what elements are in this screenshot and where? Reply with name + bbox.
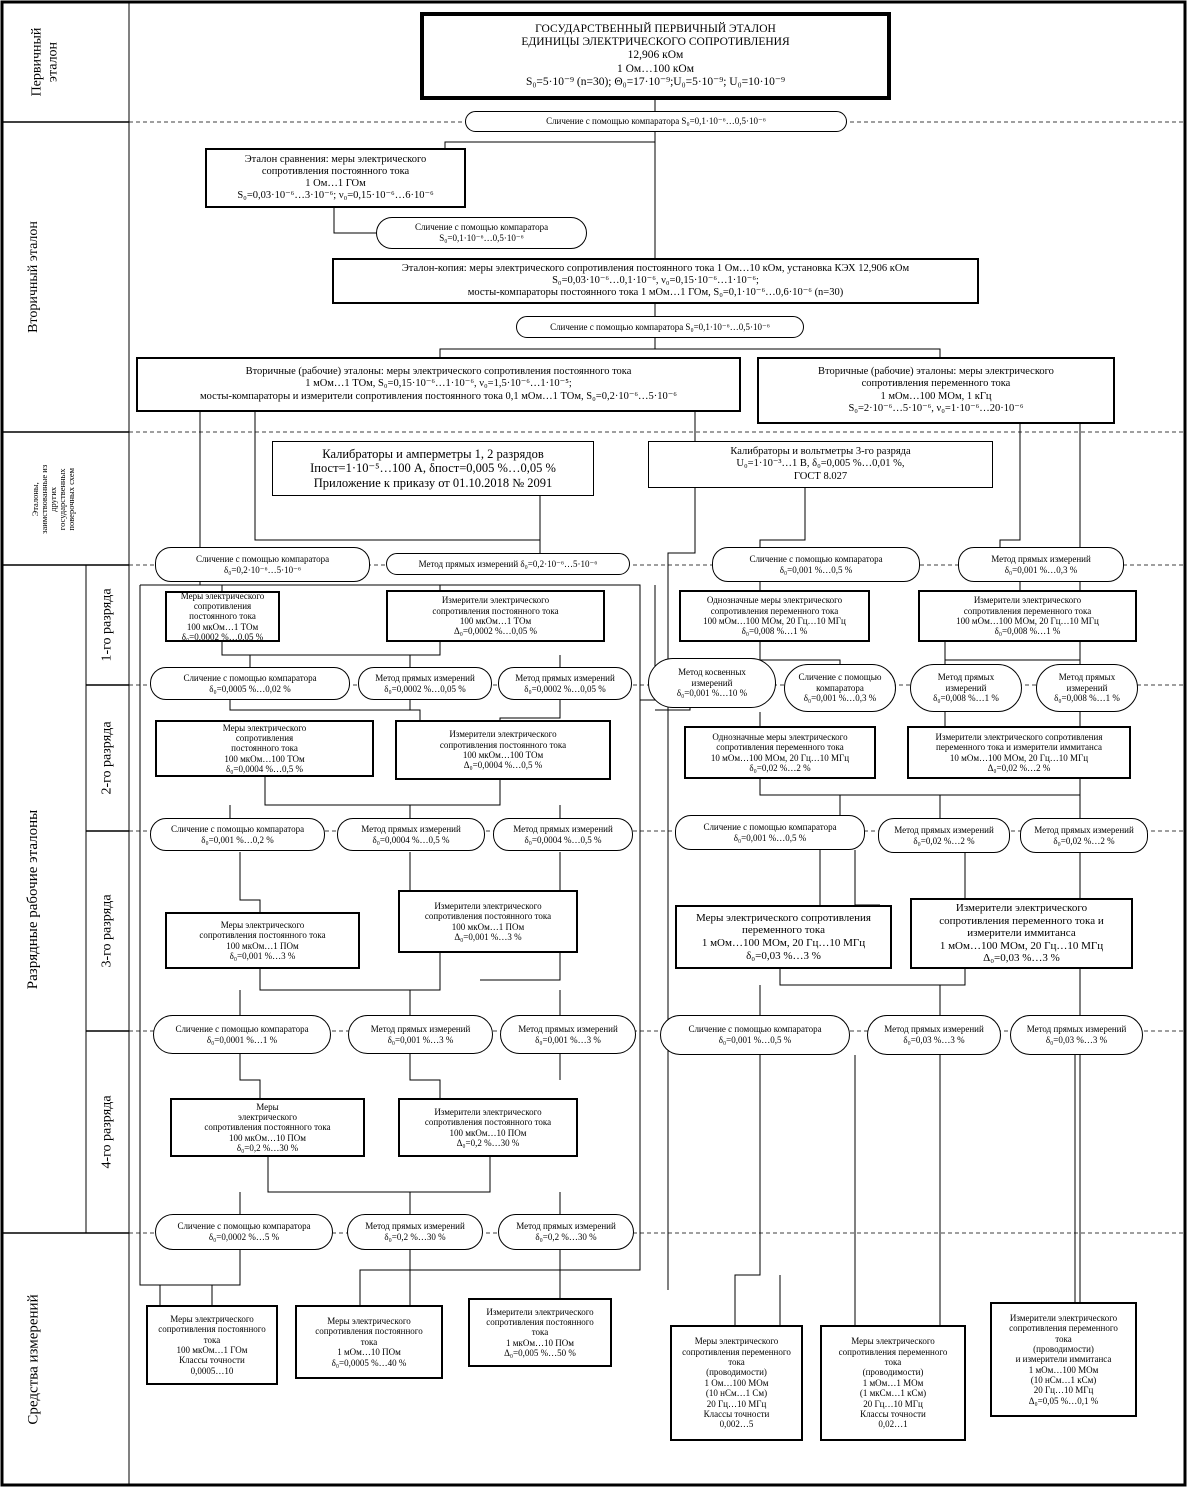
calibrators-1-box: Калибраторы и амперметры 1, 2 разрядов I…: [272, 441, 594, 496]
g1-method-indirect: Метод косвенных измерений δ₀=0,001 %…10 …: [648, 658, 776, 708]
g1-method-3: Метод прямых измерений δ₀=0,0002 %…0,05 …: [498, 667, 632, 700]
g3-ac-measures: Меры электрического сопротивления переме…: [675, 905, 892, 969]
g1-dc-meters: Измерители электрического сопротивления …: [386, 590, 605, 642]
g2-ac-measures: Однозначные меры электрического сопротив…: [684, 726, 876, 779]
method-top-r2: Метод прямых измерений δ₀=0,001 %…0,3 %: [958, 547, 1124, 582]
g3-dc-measures: Меры электрического сопротивления постоя…: [165, 912, 360, 969]
work-ac-box: Вторичные (рабочие) эталоны: меры электр…: [757, 357, 1115, 424]
section-grade2: 2-го разряда: [100, 721, 116, 795]
g3-method-4: Сличение с помощью компаратора δ₀=0,001 …: [660, 1015, 850, 1055]
g4-method-3: Метод прямых измерений δ₀=0,2 %…30 %: [498, 1214, 634, 1250]
g4-dc-measures: Меры электрического сопротивления постоя…: [170, 1098, 365, 1157]
instrument-dc-meters: Измерители электрического сопротивления …: [468, 1298, 612, 1367]
calibrators-2-box: Калибраторы и вольтметры 3-го разряда U₀…: [648, 441, 993, 488]
section-borrowed: Эталоны, заимствованные из других госуда…: [30, 464, 77, 534]
g1-method-1: Сличение с помощью компаратора δ₀=0,0005…: [150, 667, 350, 700]
section-working: Разрядные рабочие эталоны: [25, 809, 42, 989]
cmp-small-oval: Сличение с помощью компаратора S₀=0,1·10…: [376, 217, 587, 249]
g4-method-2: Метод прямых измерений δ₀=0,2 %…30 %: [347, 1214, 483, 1250]
g1-dc-measures: Меры электрического сопротивления постоя…: [165, 591, 280, 642]
g3-method-6: Метод прямых измерений δ₀=0,03 %…3 %: [1010, 1015, 1143, 1055]
section-instruments: Средства измерений: [25, 1293, 42, 1425]
g1-ac-meters: Измерители электрического сопротивления …: [918, 590, 1137, 642]
work-dc-box: Вторичные (рабочие) эталоны: меры электр…: [136, 357, 741, 412]
g1-method-6: Метод прямых измерений δ₀=0,008 %…1 %: [1036, 664, 1138, 712]
g2-ac-meters: Измерители электрического сопротивления …: [907, 726, 1131, 779]
instrument-ac-meters: Измерители электрического сопротивления …: [990, 1302, 1137, 1417]
g1-method-4: Сличение с помощью компаратора δ₀=0,001 …: [784, 664, 896, 712]
cmp-mid-oval: Сличение с помощью компаратора S₀=0,1·10…: [516, 316, 804, 338]
g3-method-5: Метод прямых измерений δ₀=0,03 %…3 %: [867, 1015, 1001, 1055]
section-grade3: 3-го разряда: [100, 894, 116, 968]
method-top-r1: Сличение с помощью компаратора δ₀=0,001 …: [712, 547, 920, 582]
g4-dc-meters: Измерители электрического сопротивления …: [398, 1098, 578, 1157]
g3-method-3: Метод прямых измерений δ₀=0,001 %…3 %: [500, 1015, 636, 1054]
g2-method-4: Сличение с помощью компаратора δ₀=0,001 …: [675, 815, 865, 850]
g1-ac-measures: Однозначные меры электрического сопротив…: [679, 590, 870, 642]
section-grade1: 1-го разряда: [100, 588, 116, 662]
method-top-l1: Сличение с помощью компаратора δ₀=0,2·10…: [155, 547, 370, 582]
g2-method-1: Сличение с помощью компаратора δ₀=0,001 …: [150, 818, 325, 851]
g2-method-6: Метод прямых измерений δ₀=0,02 %…2 %: [1020, 818, 1148, 853]
instrument-ac-measures-2: Меры электрического сопротивления переме…: [820, 1325, 966, 1441]
g3-method-2: Метод прямых измерений δ₀=0,001 %…3 %: [348, 1015, 493, 1054]
g2-dc-meters: Измерители электрического сопротивления …: [395, 720, 611, 780]
method-top-l2: Метод прямых измерений δ₀=0,2·10⁻⁶…5·10⁻…: [386, 553, 630, 575]
g3-dc-meters: Измерители электрического сопротивления …: [398, 890, 578, 953]
instrument-ac-measures-1: Меры электрического сопротивления переме…: [670, 1325, 803, 1441]
g3-ac-meters: Измерители электрического сопротивления …: [910, 898, 1133, 969]
g3-method-1: Сличение с помощью компаратора δ₀=0,0001…: [153, 1015, 331, 1054]
primary-standard-box: ГОСУДАРСТВЕННЫЙ ПЕРВИЧНЫЙ ЭТАЛОН ЕДИНИЦЫ…: [420, 12, 891, 100]
comparison-standard-box: Эталон сравнения: меры электрического со…: [205, 148, 466, 208]
section-primary: Первичный эталон: [28, 27, 60, 97]
copy-standard-box: Эталон-копия: меры электрического сопрот…: [332, 258, 979, 304]
cmp-top-oval: Сличение с помощью компаратора S₀=0,1·10…: [465, 111, 847, 132]
g2-method-5: Метод прямых измерений δ₀=0,02 %…2 %: [878, 818, 1010, 853]
g1-method-2: Метод прямых измерений δ₀=0,0002 %…0,05 …: [358, 667, 492, 700]
instrument-dc-measures-1: Меры электрического сопротивления постоя…: [146, 1305, 278, 1385]
g2-method-2: Метод прямых измерений δ₀=0,0004 %…0,5 %: [337, 818, 485, 851]
g1-method-5: Метод прямых измерений δ₀=0,008 %…1 %: [910, 664, 1022, 712]
section-grade4: 4-го разряда: [100, 1095, 116, 1169]
instrument-dc-measures-2: Меры электрического сопротивления постоя…: [295, 1305, 443, 1379]
g2-method-3: Метод прямых измерений δ₀=0,0004 %…0,5 %: [493, 818, 633, 851]
section-secondary: Вторичный эталон: [26, 221, 41, 333]
g4-method-1: Сличение с помощью компаратора δ₀=0,0002…: [155, 1214, 333, 1250]
g2-dc-measures: Меры электрического сопротивления постоя…: [155, 720, 374, 777]
